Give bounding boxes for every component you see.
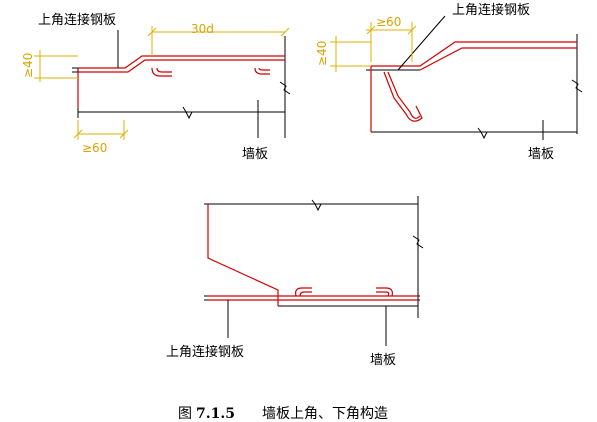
figure-caption: 图 7.1.5 墙板上角、下角构造 [178, 406, 388, 422]
caption-prefix: 图 [178, 406, 192, 422]
rebar-hook [387, 71, 421, 119]
break-mark [571, 79, 583, 93]
detail-top-left: 上角连接钢板 30d ≥40 ≥60 墙板 [21, 12, 291, 162]
detail-top-right: 上角连接钢板 ≥60 ≥40 墙板 [315, 2, 583, 162]
break-mark [477, 127, 488, 140]
dimension-tick [119, 129, 129, 139]
caption-number: 7.1.5 [196, 406, 235, 422]
plate-label: 上角连接钢板 [452, 2, 530, 18]
rebar-line [207, 204, 279, 306]
rebar-line [78, 55, 285, 69]
dimension-tick [73, 129, 83, 139]
rebar-hook [258, 67, 270, 71]
dimension-tick [366, 25, 376, 35]
rebar-line [78, 59, 285, 73]
rebar-hook [376, 287, 393, 297]
dimension-tick [147, 27, 157, 37]
rebar-line [419, 47, 577, 71]
rebar-hook [299, 291, 312, 297]
plate-label: 上角连接钢板 [166, 344, 244, 360]
rebar-hook [295, 287, 312, 297]
rebar-hook [376, 291, 390, 297]
caption-title: 墙板上角、下角构造 [262, 406, 388, 422]
rebar-line [370, 41, 577, 132]
wall-label: 墙板 [242, 147, 268, 162]
rebar-hook [383, 71, 423, 122]
break-mark [311, 199, 322, 212]
rebar-hook [151, 67, 172, 77]
dimension-tick [280, 27, 290, 37]
lap-dimension-label: 30d [191, 22, 214, 36]
rebar-hook [254, 67, 270, 75]
break-mark [412, 235, 424, 249]
break-mark [182, 106, 193, 120]
wall-label: 墙板 [528, 147, 554, 162]
dimension-label: ≥40 [315, 41, 329, 66]
wall-label: 墙板 [370, 353, 396, 368]
rebar-hook [156, 67, 172, 73]
break-mark [279, 81, 291, 95]
leader-line [397, 15, 446, 71]
dimension-label: ≥40 [21, 53, 35, 78]
detail-bottom: 上角连接钢板 墙板 [166, 196, 424, 368]
dimension-label: ≥60 [376, 15, 401, 29]
dimension-label: ≥60 [82, 141, 107, 155]
dimension-tick [407, 25, 417, 35]
plate-label: 上角连接钢板 [38, 12, 116, 28]
